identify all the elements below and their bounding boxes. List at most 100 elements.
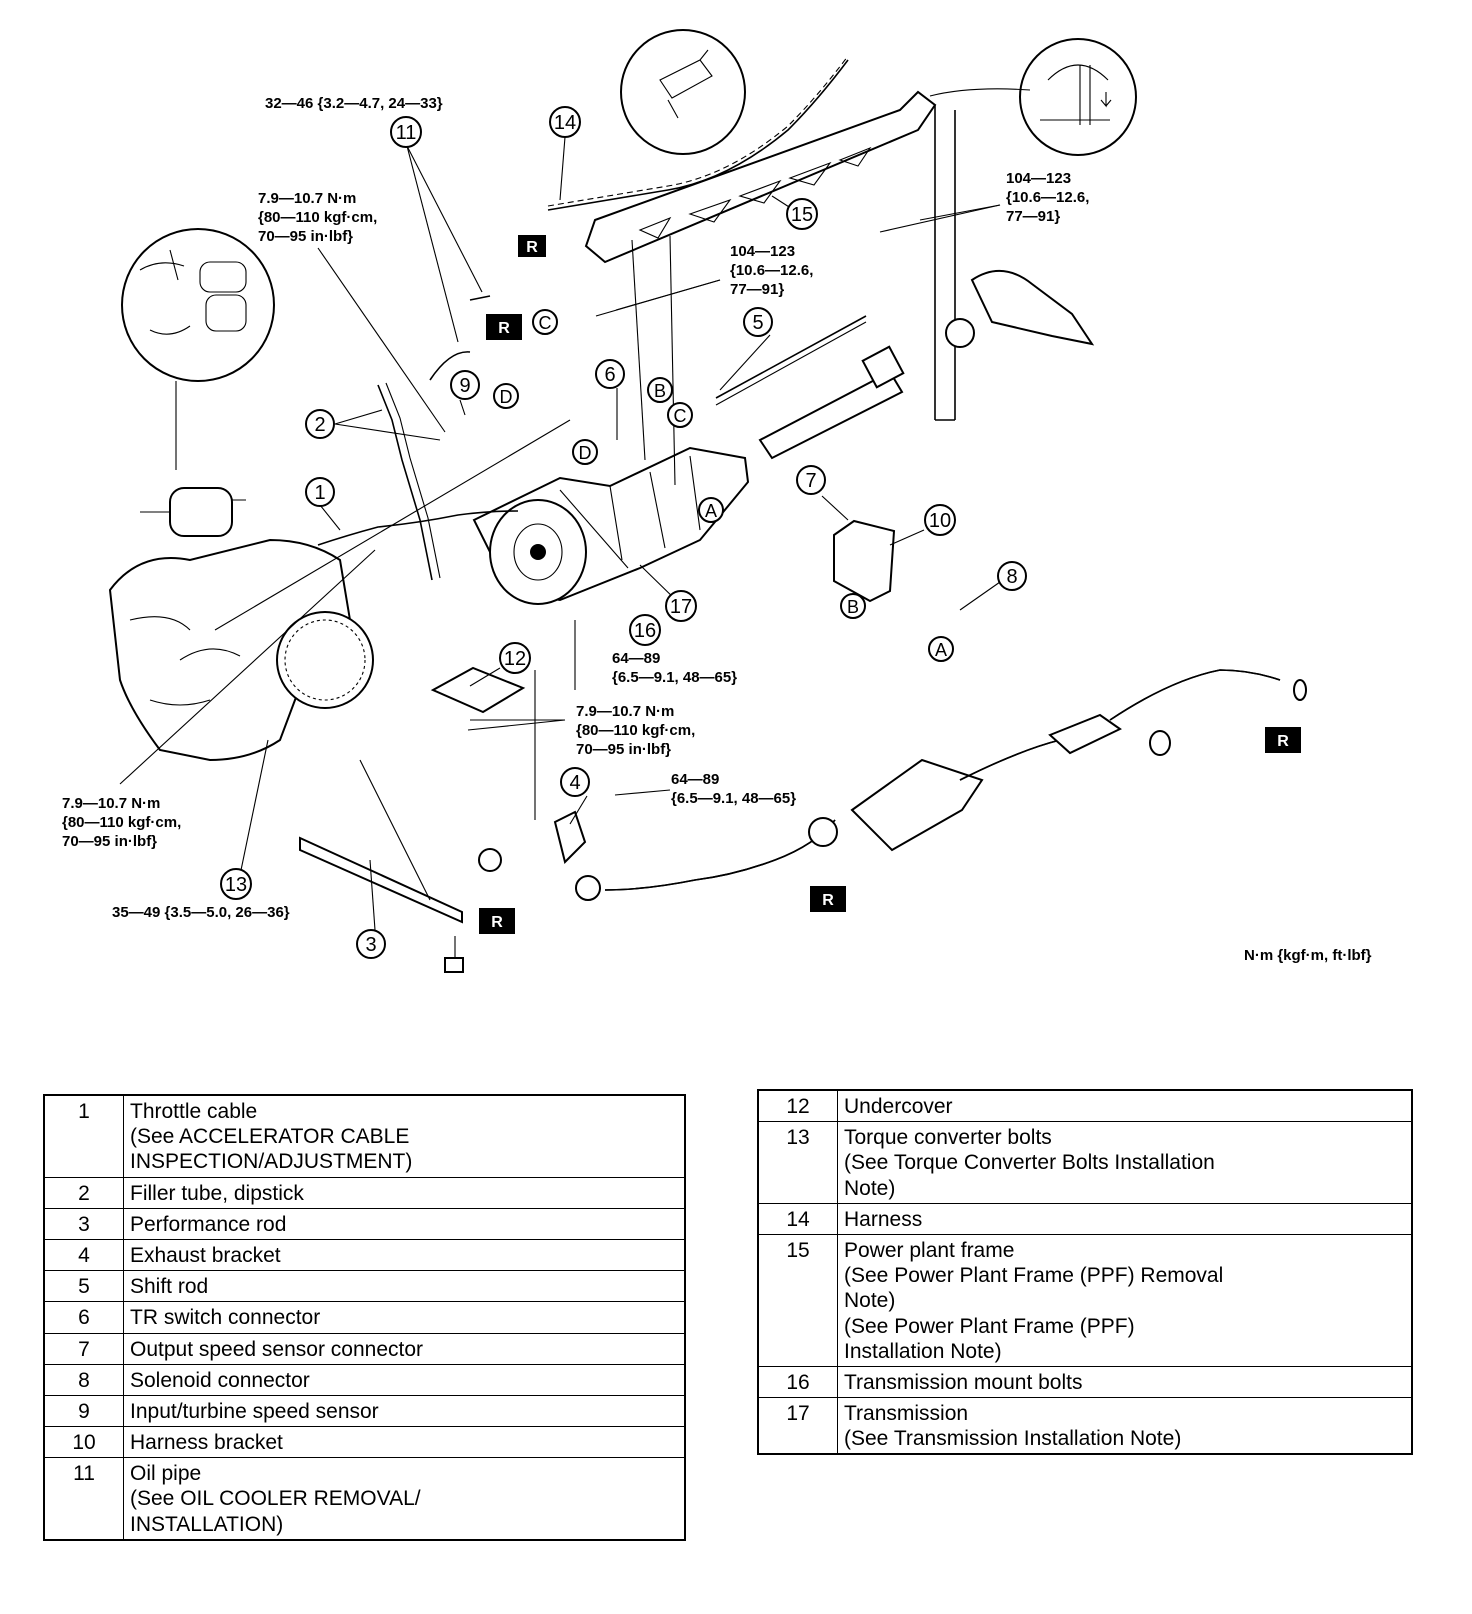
callout-9-label: 9 xyxy=(459,375,470,397)
legend-part-description: Transmission (See Transmission Installat… xyxy=(837,1397,1413,1455)
legend-part-number: 11 xyxy=(43,1457,124,1541)
legend-part-description: Throttle cable (See ACCELERATOR CABLE IN… xyxy=(123,1094,686,1178)
replace-mark-label: R xyxy=(526,239,538,256)
ref-letter-d-label: D xyxy=(500,387,513,407)
torque-spec-ppf-center-line1: 104—123 xyxy=(730,243,795,260)
ref-letter-a: A xyxy=(698,497,724,523)
ref-letter-c: C xyxy=(532,309,558,335)
legend-part-number: 2 xyxy=(43,1176,124,1209)
ref-letter-c: C xyxy=(667,402,693,428)
callout-15: 15 xyxy=(786,198,818,230)
ref-letter-a-label: A xyxy=(935,640,947,660)
torque-spec-undercover-line3: 70—95 in·lbf} xyxy=(576,741,671,758)
legend-part-number: 8 xyxy=(43,1363,124,1396)
torque-spec-mount-line1: 64—89 xyxy=(612,650,660,667)
legend-part-number: 15 xyxy=(757,1233,838,1367)
legend-part-description: Torque converter bolts (See Torque Conve… xyxy=(837,1121,1413,1204)
legend-part-description: Undercover xyxy=(837,1089,1413,1123)
replace-mark: R xyxy=(479,908,515,934)
power-plant-frame-shape xyxy=(584,88,1031,421)
callout-1-label: 1 xyxy=(314,482,325,504)
torque-spec-exhaust-line2: {6.5—9.1, 48—65} xyxy=(671,790,796,807)
callout-17: 17 xyxy=(665,590,697,622)
legend-part-number: 16 xyxy=(757,1365,838,1399)
legend-part-number: 6 xyxy=(43,1301,124,1334)
exhaust-shape xyxy=(478,669,1307,901)
oil-pipe-shape xyxy=(429,295,491,381)
callout-14: 14 xyxy=(549,106,581,138)
callout-2: 2 xyxy=(305,409,335,439)
legend-part-number: 13 xyxy=(757,1121,838,1204)
leader-lines xyxy=(119,136,1001,931)
callout-16-label: 16 xyxy=(634,620,656,642)
torque-spec-converter-bolts: 35—49 {3.5—5.0, 26—36} xyxy=(112,904,290,921)
callout-7-label: 7 xyxy=(805,470,816,492)
replace-mark-label: R xyxy=(822,892,834,909)
legend-part-description: Shift rod xyxy=(123,1270,686,1303)
torque-spec-oil-pipe: 32—46 {3.2—4.7, 24—33} xyxy=(265,95,443,112)
throttle-cable-shape xyxy=(317,510,519,546)
legend-part-number: 12 xyxy=(757,1089,838,1123)
ref-letter-b: B xyxy=(840,593,866,619)
legend-part-number: 10 xyxy=(43,1426,124,1459)
replace-mark-label: R xyxy=(491,914,503,931)
torque-spec-ppf-center-line3: 77—91} xyxy=(730,281,784,298)
legend-part-number: 5 xyxy=(43,1270,124,1303)
ref-letter-d-label: D xyxy=(579,443,592,463)
ref-letter-d: D xyxy=(493,383,519,409)
starter-shape xyxy=(140,487,246,537)
undercover-shape xyxy=(430,666,526,714)
callout-4: 4 xyxy=(560,767,590,797)
performance-rod-shape xyxy=(299,836,464,973)
harness-shape xyxy=(547,55,849,211)
torque-spec-converter-cover-line1: 7.9—10.7 N·m xyxy=(62,795,160,812)
legend-part-number: 7 xyxy=(43,1332,124,1365)
replace-mark-label: R xyxy=(1277,733,1289,750)
torque-spec-undercover-line1: 7.9—10.7 N·m xyxy=(576,703,674,720)
callout-10-label: 10 xyxy=(929,510,951,532)
transmission-shape xyxy=(472,446,750,605)
legend-part-number: 4 xyxy=(43,1238,124,1272)
callout-13-label: 13 xyxy=(225,874,247,896)
torque-spec-mount-line2: {6.5—9.1, 48—65} xyxy=(612,669,737,686)
ref-letter-b-label: B xyxy=(654,381,666,401)
callout-14-label: 14 xyxy=(554,112,576,134)
callout-16: 16 xyxy=(629,614,661,646)
ref-letter-a: A xyxy=(928,636,954,662)
legend-part-description: Solenoid connector xyxy=(123,1363,686,1396)
legend-part-description: Filler tube, dipstick xyxy=(123,1176,686,1209)
callout-12: 12 xyxy=(499,642,531,674)
replace-mark: R xyxy=(518,235,546,257)
torque-spec-undercover-line2: {80—110 kgf·cm, xyxy=(576,722,695,739)
callout-17-label: 17 xyxy=(670,596,692,618)
legend-part-number: 3 xyxy=(43,1207,124,1240)
torque-spec-filler-tube-line2: {80—110 kgf·cm, xyxy=(258,209,377,226)
ref-letter-b: B xyxy=(647,377,673,403)
harness-bracket-shape xyxy=(833,519,896,603)
callout-3-label: 3 xyxy=(365,934,376,956)
callout-5-label: 5 xyxy=(752,312,763,334)
units-note: N·m {kgf·m, ft·lbf} xyxy=(1244,947,1372,964)
callout-6: 6 xyxy=(595,359,625,389)
callout-8-label: 8 xyxy=(1006,566,1017,588)
callout-13: 13 xyxy=(220,868,252,900)
callout-2-label: 2 xyxy=(314,414,325,436)
torque-spec-filler-tube-line1: 7.9—10.7 N·m xyxy=(258,190,356,207)
torque-spec-ppf-center-line2: {10.6—12.6, xyxy=(730,262,813,279)
callout-4-label: 4 xyxy=(569,772,580,794)
detail-circle-clip xyxy=(620,29,746,155)
